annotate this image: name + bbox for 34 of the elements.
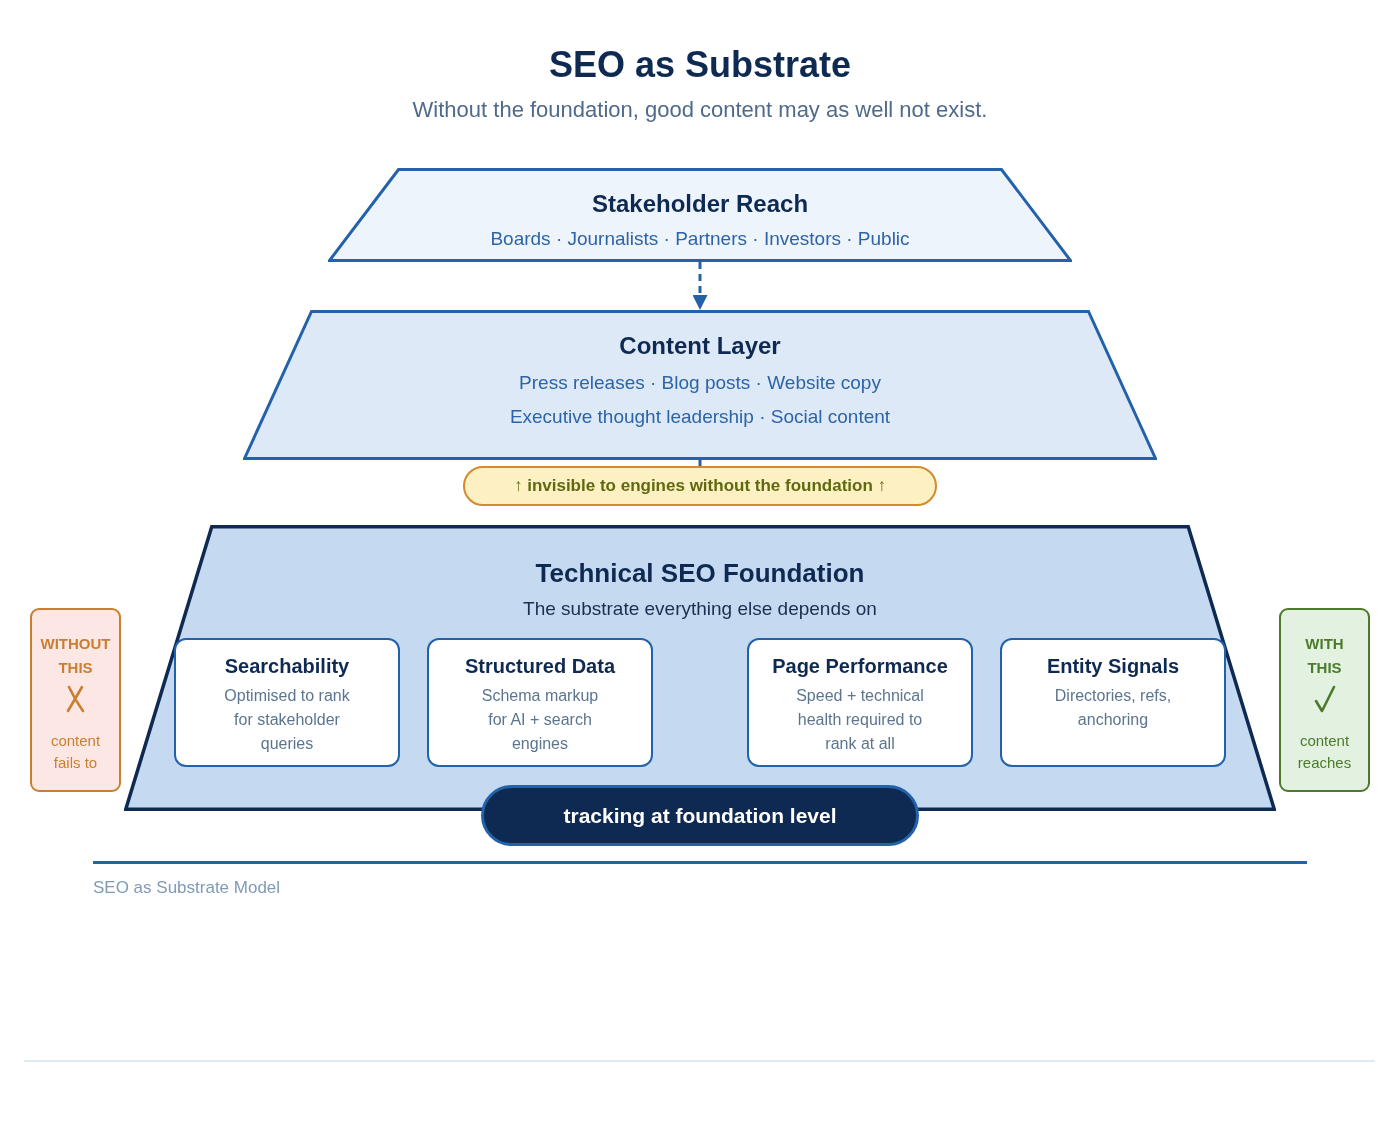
- subtitle: Without the foundation, good content may as well not exist.: [412, 96, 988, 124]
- layer-title: Technical SEO Foundation: [535, 557, 865, 589]
- pillar-card: [174, 638, 400, 767]
- card-title: Structured Data: [465, 654, 615, 679]
- connector-line: [698, 460, 702, 466]
- card-description: Optimised to rank for stakeholder queries: [223, 686, 351, 754]
- dashed-arrow: [692, 262, 708, 310]
- layer-description: The substrate everything else depends on: [523, 597, 877, 621]
- card-title: Page Performance: [772, 654, 948, 679]
- card-title: Searchability: [224, 654, 350, 679]
- note-text: content fails to: [49, 731, 102, 773]
- note-card: [1279, 608, 1370, 792]
- note-heading: WITHOUT THIS: [39, 634, 112, 678]
- pillar-card: [747, 638, 973, 767]
- pillar-card: [1000, 638, 1226, 767]
- layer-description: Executive thought leadership · Social content: [509, 405, 891, 429]
- page-title: SEO as Substrate: [548, 43, 852, 87]
- card-description: Speed + technical health required to rank at all: [795, 686, 925, 754]
- note-heading: WITH THIS: [1304, 634, 1345, 678]
- note-text: content reaches: [1296, 731, 1353, 773]
- card-description: Directories, refs, anchoring: [1053, 686, 1173, 730]
- layer-description: Boards · Journalists · Partners · Investors · Public: [490, 227, 910, 251]
- layer-title: Stakeholder Reach: [591, 189, 809, 219]
- layer-band: [328, 168, 1072, 262]
- card-title: Entity Signals: [1046, 654, 1180, 679]
- layer-title: Content Layer: [619, 331, 781, 361]
- card-description: Schema markup for AI + search engines: [480, 686, 600, 754]
- layer-band: [243, 310, 1157, 460]
- footer-text: SEO as Substrate Model: [93, 878, 281, 898]
- banner-pill: tracking at foundation level: [481, 785, 919, 846]
- layer-description: Press releases · Blog posts · Website copy: [519, 371, 881, 395]
- callout-pill: ↑ invisible to engines without the foundation ↑: [463, 466, 937, 506]
- note-card: [30, 608, 121, 792]
- pillar-card: [427, 638, 653, 767]
